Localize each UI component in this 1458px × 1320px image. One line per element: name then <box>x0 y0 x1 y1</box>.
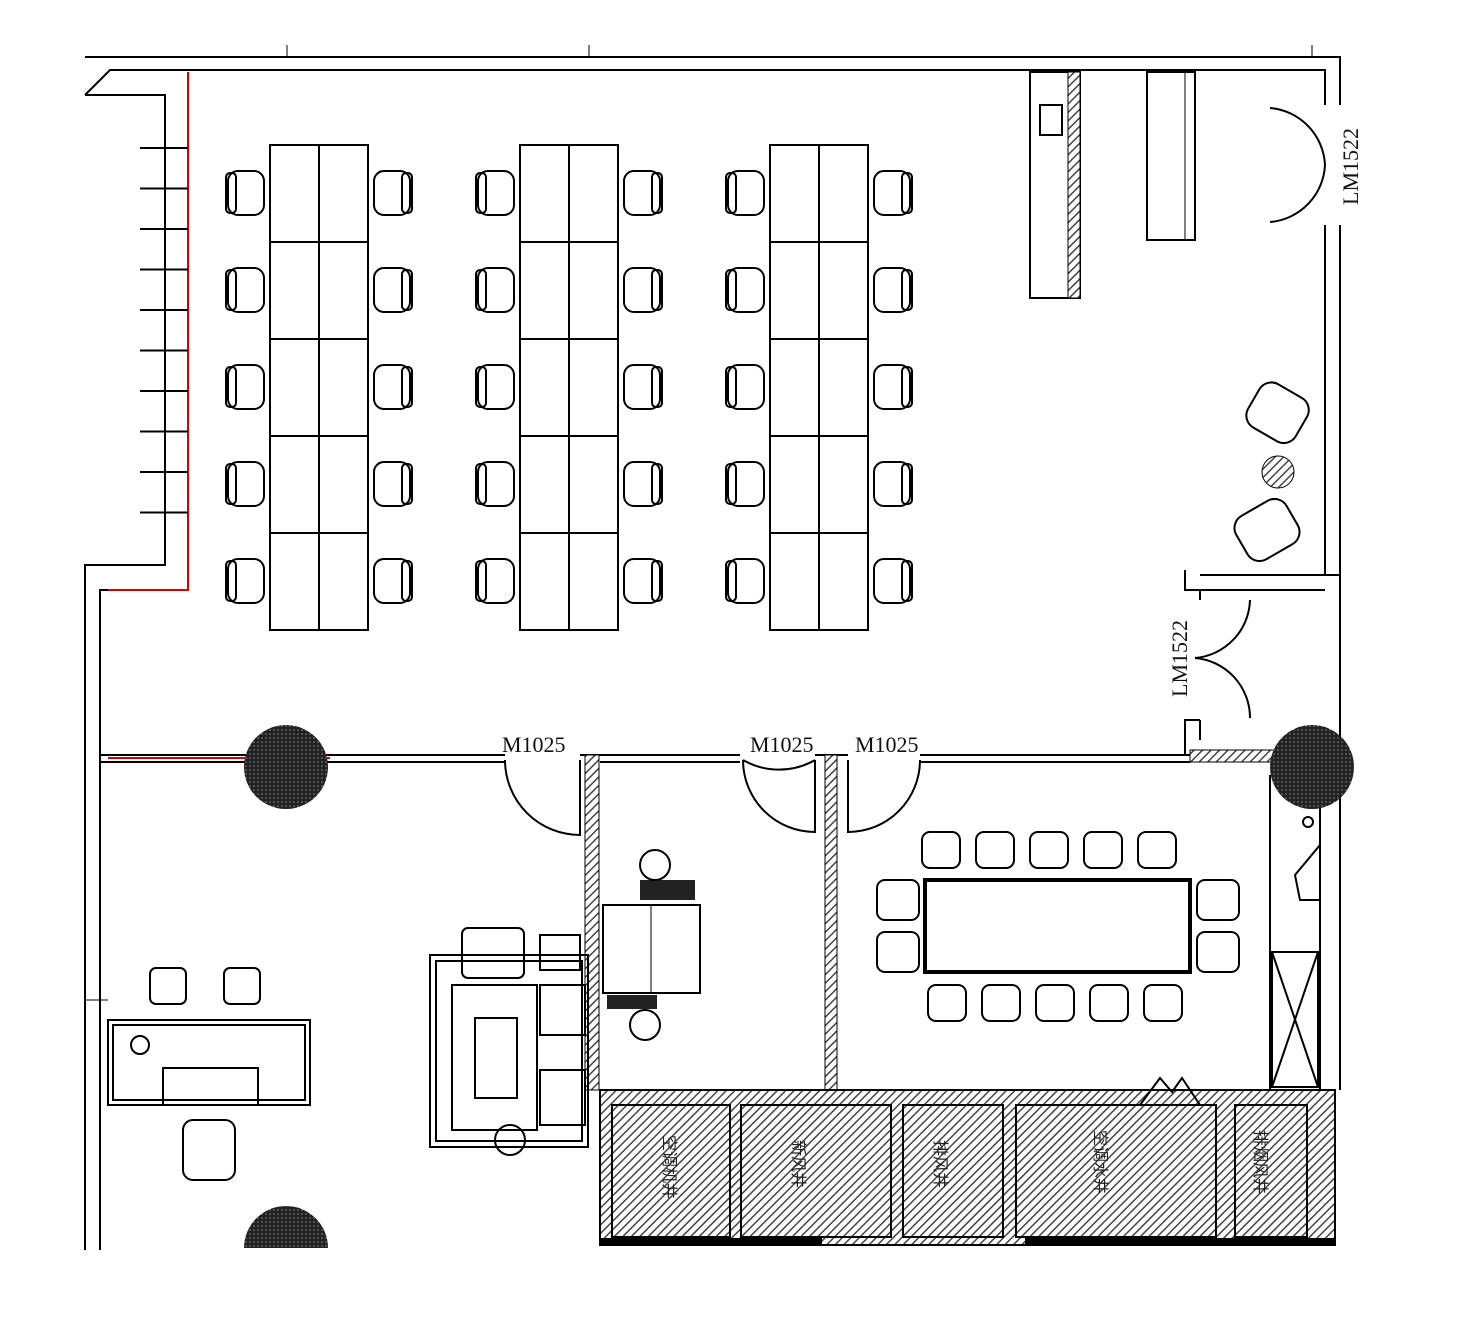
chair-icon <box>373 170 413 216</box>
desk <box>318 532 369 631</box>
chair-icon <box>725 364 765 410</box>
desk <box>568 435 619 534</box>
chair-icon <box>873 558 913 604</box>
desk <box>318 435 369 534</box>
manager-desk <box>107 967 311 1181</box>
desk <box>269 435 320 534</box>
meeting-chair <box>927 984 967 1022</box>
chair-icon <box>623 267 663 313</box>
desk <box>318 144 369 243</box>
chair-icon <box>225 364 265 410</box>
chair-icon <box>873 461 913 507</box>
doors <box>504 107 1327 837</box>
meeting-chair <box>975 831 1015 869</box>
shaft-label-5: 排烟风井 <box>1251 1130 1270 1194</box>
chair-icon <box>373 267 413 313</box>
desk <box>269 532 320 631</box>
chair-icon <box>623 170 663 216</box>
desk <box>519 435 570 534</box>
sofa-set <box>429 927 589 1156</box>
meeting-chair <box>1137 831 1177 869</box>
chair-icon <box>475 364 515 410</box>
chair-icon <box>225 267 265 313</box>
shaft-label-3: 排风井 <box>931 1140 950 1188</box>
desk <box>568 338 619 437</box>
door-label-m1025-3: M1025 <box>855 732 919 757</box>
door-label-lm1522-top: LM1522 <box>1338 128 1363 205</box>
chair-icon <box>623 364 663 410</box>
desk <box>318 241 369 340</box>
chair-icon <box>873 364 913 410</box>
desk <box>769 532 820 631</box>
desk <box>519 338 570 437</box>
meeting-chair <box>1196 931 1240 973</box>
chair-icon <box>725 267 765 313</box>
desk <box>818 532 869 631</box>
window-fins <box>140 147 188 514</box>
meeting-chair <box>1029 831 1069 869</box>
desk <box>769 435 820 534</box>
chair-icon <box>475 461 515 507</box>
door-label-lm1522-mid: LM1522 <box>1167 620 1192 697</box>
meeting-chair <box>921 831 961 869</box>
shaft-label-4: 空调水井 <box>1091 1130 1110 1194</box>
chair-icon <box>373 558 413 604</box>
structural-columns <box>244 725 1354 1248</box>
shaft-label-1: 空调机井 <box>660 1135 679 1199</box>
desk <box>818 435 869 534</box>
meeting-chair <box>981 984 1021 1022</box>
shaft-labels: 空调机井 新风井 排风井 空调水井 排烟风井 <box>660 1130 1270 1199</box>
outer-walls <box>84 45 1341 1250</box>
meeting-chair <box>1196 879 1240 921</box>
meeting-chair <box>876 879 920 921</box>
meeting-chair <box>1143 984 1183 1022</box>
chair-icon <box>225 558 265 604</box>
meeting-table <box>876 831 1240 1022</box>
desk <box>568 144 619 243</box>
desk <box>519 532 570 631</box>
desk <box>269 144 320 243</box>
lounge-chairs <box>1233 381 1310 563</box>
door-label-m1025-2: M1025 <box>750 732 814 757</box>
desk <box>568 532 619 631</box>
meeting-chair <box>1083 831 1123 869</box>
chair-icon <box>373 461 413 507</box>
meeting-chair <box>876 931 920 973</box>
door-label-m1025-1: M1025 <box>502 732 566 757</box>
chair-icon <box>475 558 515 604</box>
meeting-chair <box>1089 984 1129 1022</box>
chair-icon <box>725 558 765 604</box>
service-shafts <box>599 1076 1336 1246</box>
window-line <box>108 72 189 591</box>
desk <box>519 241 570 340</box>
desk <box>318 338 369 437</box>
chair-icon <box>225 461 265 507</box>
desk <box>818 241 869 340</box>
chair-icon <box>623 558 663 604</box>
desk <box>818 338 869 437</box>
chair-icon <box>873 267 913 313</box>
desk <box>769 144 820 243</box>
chair-icon <box>725 170 765 216</box>
pantry-counters <box>1029 71 1196 299</box>
desk <box>568 241 619 340</box>
partition-walls <box>100 570 1325 1091</box>
office-workstation <box>602 849 701 1041</box>
desk <box>269 338 320 437</box>
chair-icon <box>725 461 765 507</box>
chair-icon <box>373 364 413 410</box>
chair-icon <box>475 267 515 313</box>
desk <box>769 241 820 340</box>
desk <box>519 144 570 243</box>
desk <box>769 338 820 437</box>
shaft-label-2: 新风井 <box>789 1140 808 1188</box>
meeting-chair <box>1035 984 1075 1022</box>
chair-icon <box>873 170 913 216</box>
workstation-clusters <box>225 144 913 631</box>
desk <box>818 144 869 243</box>
chair-icon <box>225 170 265 216</box>
chair-icon <box>623 461 663 507</box>
chair-icon <box>475 170 515 216</box>
desk <box>269 241 320 340</box>
